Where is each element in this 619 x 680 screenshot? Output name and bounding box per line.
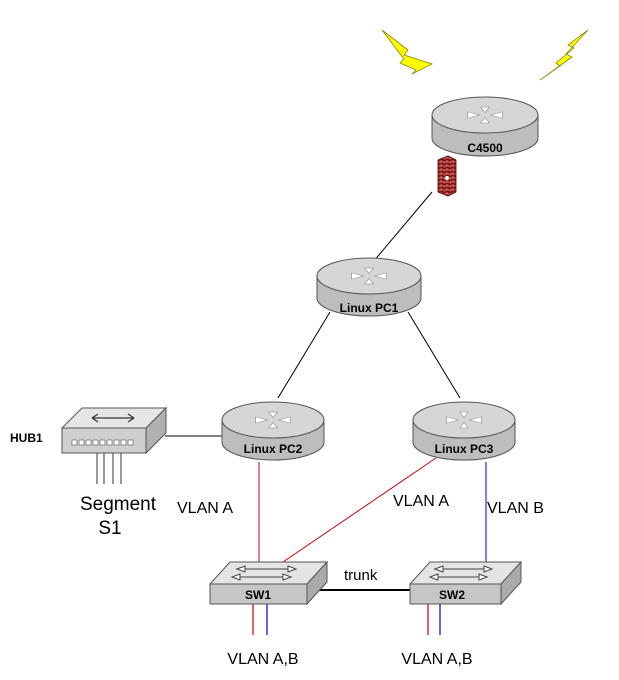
router-linux-pc2-label: Linux PC2 bbox=[244, 442, 303, 456]
router-linux-pc1-label: Linux PC1 bbox=[340, 301, 399, 315]
sw1-ports-label: VLAN A,B bbox=[227, 651, 298, 668]
link-label-pc2-sw1: VLAN A bbox=[177, 500, 233, 517]
link-pc1-pc3 bbox=[407, 311, 461, 399]
switch-sw2-label: SW2 bbox=[439, 588, 465, 602]
switch-icon bbox=[409, 583, 502, 605]
lightning-icon bbox=[539, 29, 589, 81]
router-c4500-label: C4500 bbox=[467, 141, 503, 155]
link-c4500-pc1 bbox=[372, 191, 433, 263]
link-pc3-sw1-vlan-a bbox=[282, 457, 437, 563]
router-icon-top bbox=[316, 257, 422, 295]
router-linux-pc3-label: Linux PC3 bbox=[435, 442, 494, 456]
router-linux-pc2[interactable]: Linux PC2 bbox=[221, 401, 325, 461]
firewall bbox=[437, 155, 457, 197]
router-c4500[interactable]: C4500 bbox=[431, 96, 539, 157]
segment-label-line2: S1 bbox=[98, 518, 121, 539]
switch-icon bbox=[209, 583, 308, 605]
segment-label-line1: Segment bbox=[80, 494, 157, 515]
router-icon-top bbox=[221, 401, 325, 439]
link-label-trunk: trunk bbox=[344, 567, 378, 584]
router-linux-pc3[interactable]: Linux PC3 bbox=[412, 401, 516, 461]
hub1[interactable]: HUB1 bbox=[10, 406, 168, 484]
hub1-label: HUB1 bbox=[10, 431, 43, 445]
router-icon-top bbox=[431, 96, 539, 134]
router-linux-pc1[interactable]: Linux PC1 bbox=[316, 257, 422, 317]
link-pc1-pc2 bbox=[277, 311, 331, 399]
router-icon-top bbox=[412, 401, 516, 439]
switch-sw1-label: SW1 bbox=[245, 588, 271, 602]
switch-sw2[interactable]: SW2 bbox=[408, 560, 523, 606]
link-label-pc3-sw2: VLAN B bbox=[487, 500, 544, 517]
lightning-icon bbox=[381, 29, 434, 75]
sw2-ports-label: VLAN A,B bbox=[401, 651, 472, 668]
link-label-pc3-sw1: VLAN A bbox=[393, 493, 449, 510]
switch-sw1[interactable]: SW1 bbox=[208, 560, 329, 606]
